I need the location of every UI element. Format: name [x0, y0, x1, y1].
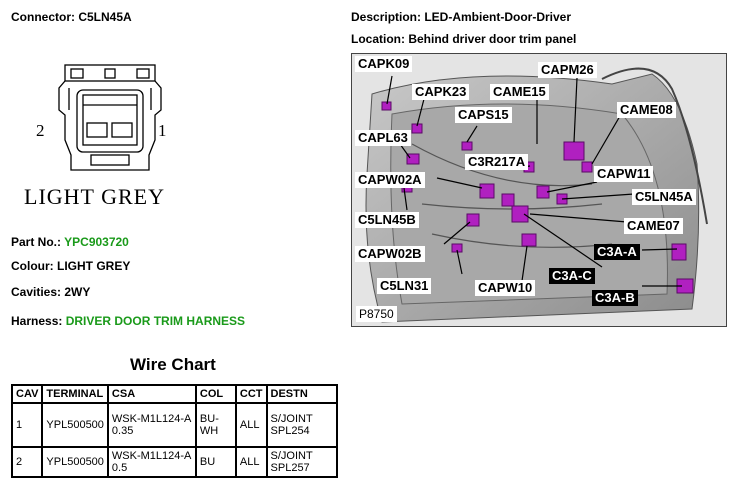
part-number-value: YPC903720: [64, 235, 129, 249]
location-label: Location: Behind driver door trim panel: [351, 32, 577, 46]
header-terminal: TERMINAL: [41, 384, 109, 404]
callout-c5ln31: C5LN31: [377, 278, 432, 294]
callout-c5ln45b: C5LN45B: [355, 212, 419, 228]
cell-destn: S/JOINT SPL257: [265, 446, 338, 478]
cell-terminal: YPL500500: [41, 446, 109, 478]
harness-value: DRIVER DOOR TRIM HARNESS: [65, 314, 246, 328]
header-csa: CSA: [106, 384, 197, 404]
callout-c3r217a: C3R217A: [465, 154, 529, 170]
header-destn: DESTN: [265, 384, 338, 404]
table-row: 2 YPL500500 WSK-M1L124-A 0.5 BU ALL S/JO…: [10, 446, 338, 478]
callout-capw11: CAPW11: [594, 166, 654, 182]
callout-came07: CAME07: [624, 218, 683, 234]
door-location-photo: CAPK09 CAPK23 CAME15 CAPM26 CAME08 CAPS1…: [351, 53, 727, 327]
cell-cav: 1: [10, 402, 44, 448]
callout-caps15: CAPS15: [455, 107, 512, 123]
table-row: 1 YPL500500 WSK-M1L124-A 0.35 BU-WH ALL …: [10, 402, 338, 448]
connector-face-drawing: [58, 64, 162, 171]
callout-capk23: CAPK23: [412, 84, 470, 100]
callout-capk09: CAPK09: [355, 56, 413, 72]
header-cct: CCT: [234, 384, 268, 404]
callout-c3a-b: C3A-B: [592, 290, 638, 306]
pin-number-2: 2: [36, 121, 45, 140]
photo-reference: P8750: [356, 306, 397, 322]
callout-capl63: CAPL63: [355, 130, 411, 146]
cell-csa: WSK-M1L124-A 0.35: [106, 402, 197, 448]
cell-cav: 2: [10, 446, 44, 478]
harness-row: Harness: DRIVER DOOR TRIM HARNESS: [11, 314, 245, 328]
wire-chart-table: CAV TERMINAL CSA COL CCT DESTN 1 YPL5005…: [10, 384, 338, 478]
callout-capm26: CAPM26: [538, 62, 597, 78]
callout-c3a-a: C3A-A: [594, 244, 640, 260]
callout-capw02a: CAPW02A: [355, 172, 425, 188]
part-number-label: Part No.:: [11, 235, 62, 249]
callout-c5ln45a: C5LN45A: [632, 189, 696, 205]
cell-destn: S/JOINT SPL254: [265, 402, 338, 448]
cell-col: BU-WH: [194, 402, 237, 448]
cell-terminal: YPL500500: [41, 402, 109, 448]
cell-cct: ALL: [234, 402, 268, 448]
cell-csa: WSK-M1L124-A 0.5: [106, 446, 197, 478]
harness-label: Harness:: [11, 314, 63, 328]
cell-col: BU: [194, 446, 237, 478]
description-label: Description: LED-Ambient-Door-Driver: [351, 10, 572, 24]
colour-row: Colour: LIGHT GREY: [11, 259, 131, 273]
wire-chart-title: Wire Chart: [130, 355, 216, 374]
part-number-row: Part No.: YPC903720: [11, 235, 129, 249]
connector-color-caption: LIGHT GREY: [24, 184, 165, 209]
header-col: COL: [194, 384, 237, 404]
cell-cct: ALL: [234, 446, 268, 478]
connector-label: Connector: C5LN45A: [11, 10, 132, 24]
callout-came15: CAME15: [490, 84, 549, 100]
header-cav: CAV: [10, 384, 44, 404]
pin-number-1: 1: [158, 121, 167, 140]
callout-capw02b: CAPW02B: [355, 246, 425, 262]
cavities-row: Cavities: 2WY: [11, 285, 91, 299]
wire-chart-header-row: CAV TERMINAL CSA COL CCT DESTN: [10, 384, 338, 404]
callout-came08: CAME08: [617, 102, 676, 118]
callout-c3a-c: C3A-C: [549, 268, 595, 284]
callout-capw10: CAPW10: [475, 280, 536, 296]
